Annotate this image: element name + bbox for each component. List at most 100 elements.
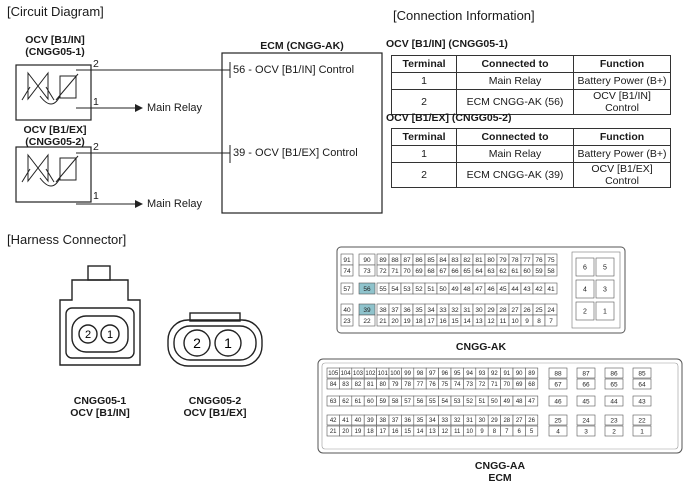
cngg05-1-pin-2: 2 (85, 329, 91, 341)
svg-text:22: 22 (638, 417, 646, 424)
svg-text:49: 49 (503, 399, 510, 405)
connector-pin: 86 (604, 367, 624, 379)
svg-text:66: 66 (582, 381, 590, 388)
connector-pin: 73 (358, 264, 376, 277)
connector-pin: 52 (412, 282, 426, 295)
svg-text:68: 68 (427, 268, 435, 275)
svg-text:62: 62 (499, 268, 507, 275)
svg-text:1: 1 (603, 308, 607, 315)
svg-text:10: 10 (466, 429, 473, 435)
svg-text:6: 6 (518, 429, 522, 435)
connector-pin: 96 (438, 367, 452, 379)
svg-text:85: 85 (427, 257, 435, 264)
svg-text:21: 21 (379, 318, 387, 325)
svg-text:9: 9 (480, 429, 484, 435)
svg-text:61: 61 (355, 399, 362, 405)
svg-text:72: 72 (479, 382, 486, 388)
connector-pin: 71 (388, 264, 402, 277)
cngg05-1-pin-1: 1 (107, 329, 113, 341)
svg-text:22: 22 (363, 318, 371, 325)
svg-text:78: 78 (404, 382, 411, 388)
connector-pin: 46 (548, 395, 568, 407)
connector-pin: 75 (544, 253, 558, 266)
connector-pin: 60 (520, 264, 534, 277)
connector-pin: 13 (425, 425, 439, 437)
connector-pin: 42 (532, 282, 546, 295)
svg-text:34: 34 (429, 418, 436, 424)
svg-text:56: 56 (417, 399, 424, 405)
connector-pin: 55 (376, 282, 390, 295)
connector-pin: 11 (450, 425, 464, 437)
svg-text:14: 14 (463, 318, 471, 325)
svg-text:40: 40 (355, 418, 362, 424)
svg-text:81: 81 (367, 382, 374, 388)
connector-pin: 70 (400, 264, 414, 277)
svg-text:65: 65 (463, 268, 471, 275)
connector-pin: 15 (448, 314, 462, 327)
table-header-row: Terminal Connected to Function (391, 128, 671, 146)
svg-text:88: 88 (554, 370, 562, 377)
connector-pin: 28 (500, 414, 514, 426)
connector-pin: 88 (388, 253, 402, 266)
connector-pin: 99 (401, 367, 415, 379)
svg-text:51: 51 (427, 286, 435, 293)
svg-text:5: 5 (530, 429, 534, 435)
svg-text:26: 26 (523, 307, 531, 314)
connector-pin: 49 (448, 282, 462, 295)
svg-text:29: 29 (491, 418, 498, 424)
header-connected: Connected to (456, 55, 574, 73)
svg-text:51: 51 (479, 399, 486, 405)
svg-text:11: 11 (500, 318, 507, 325)
svg-text:26: 26 (528, 418, 535, 424)
svg-text:13: 13 (475, 318, 483, 325)
connector-pin: 67 (548, 378, 568, 390)
connector-pin: 6 (512, 425, 526, 437)
svg-text:74: 74 (454, 382, 461, 388)
connector-pin: 83 (339, 378, 353, 390)
connector-pin: 35 (412, 303, 426, 316)
svg-text:77: 77 (417, 382, 424, 388)
svg-text:69: 69 (415, 268, 423, 275)
connector-pin: 85 (424, 253, 438, 266)
svg-text:44: 44 (511, 286, 519, 293)
connector-pin: 91 (340, 253, 354, 266)
connector-pin: 101 (376, 367, 390, 379)
svg-text:85: 85 (638, 370, 646, 377)
connector-pin: 3 (595, 279, 615, 299)
svg-text:28: 28 (499, 307, 507, 314)
connector-pin: 19 (351, 425, 365, 437)
svg-text:29: 29 (487, 307, 495, 314)
svg-text:42: 42 (535, 286, 543, 293)
svg-text:58: 58 (392, 399, 399, 405)
svg-text:102: 102 (365, 371, 376, 377)
connector-pin: 80 (484, 253, 498, 266)
svg-text:8: 8 (493, 429, 497, 435)
connector-pin: 12 (438, 425, 452, 437)
cngg05-2-pin-2: 2 (193, 335, 201, 351)
connector-pin: 10 (508, 314, 522, 327)
svg-text:14: 14 (417, 429, 424, 435)
svg-text:41: 41 (547, 286, 555, 293)
svg-text:47: 47 (475, 286, 483, 293)
connector-pin: 26 (525, 414, 539, 426)
svg-text:38: 38 (379, 418, 386, 424)
connector-pin: 31 (463, 414, 477, 426)
svg-text:79: 79 (392, 382, 399, 388)
connector-pin: 76 (425, 378, 439, 390)
svg-text:88: 88 (391, 257, 399, 264)
connector-pin: 63 (326, 395, 340, 407)
svg-text:39: 39 (363, 307, 371, 314)
svg-text:77: 77 (523, 257, 531, 264)
connector-pin: 49 (500, 395, 514, 407)
connector-pin: 14 (460, 314, 474, 327)
connector-pin: 87 (576, 367, 596, 379)
connector-pin: 97 (425, 367, 439, 379)
connector-pin: 9 (475, 425, 489, 437)
svg-text:84: 84 (439, 257, 447, 264)
svg-text:47: 47 (528, 399, 535, 405)
connector-pin: 74 (450, 378, 464, 390)
connector-pin: 3 (576, 425, 596, 437)
connector-pin: 76 (532, 253, 546, 266)
svg-text:91: 91 (503, 371, 510, 377)
